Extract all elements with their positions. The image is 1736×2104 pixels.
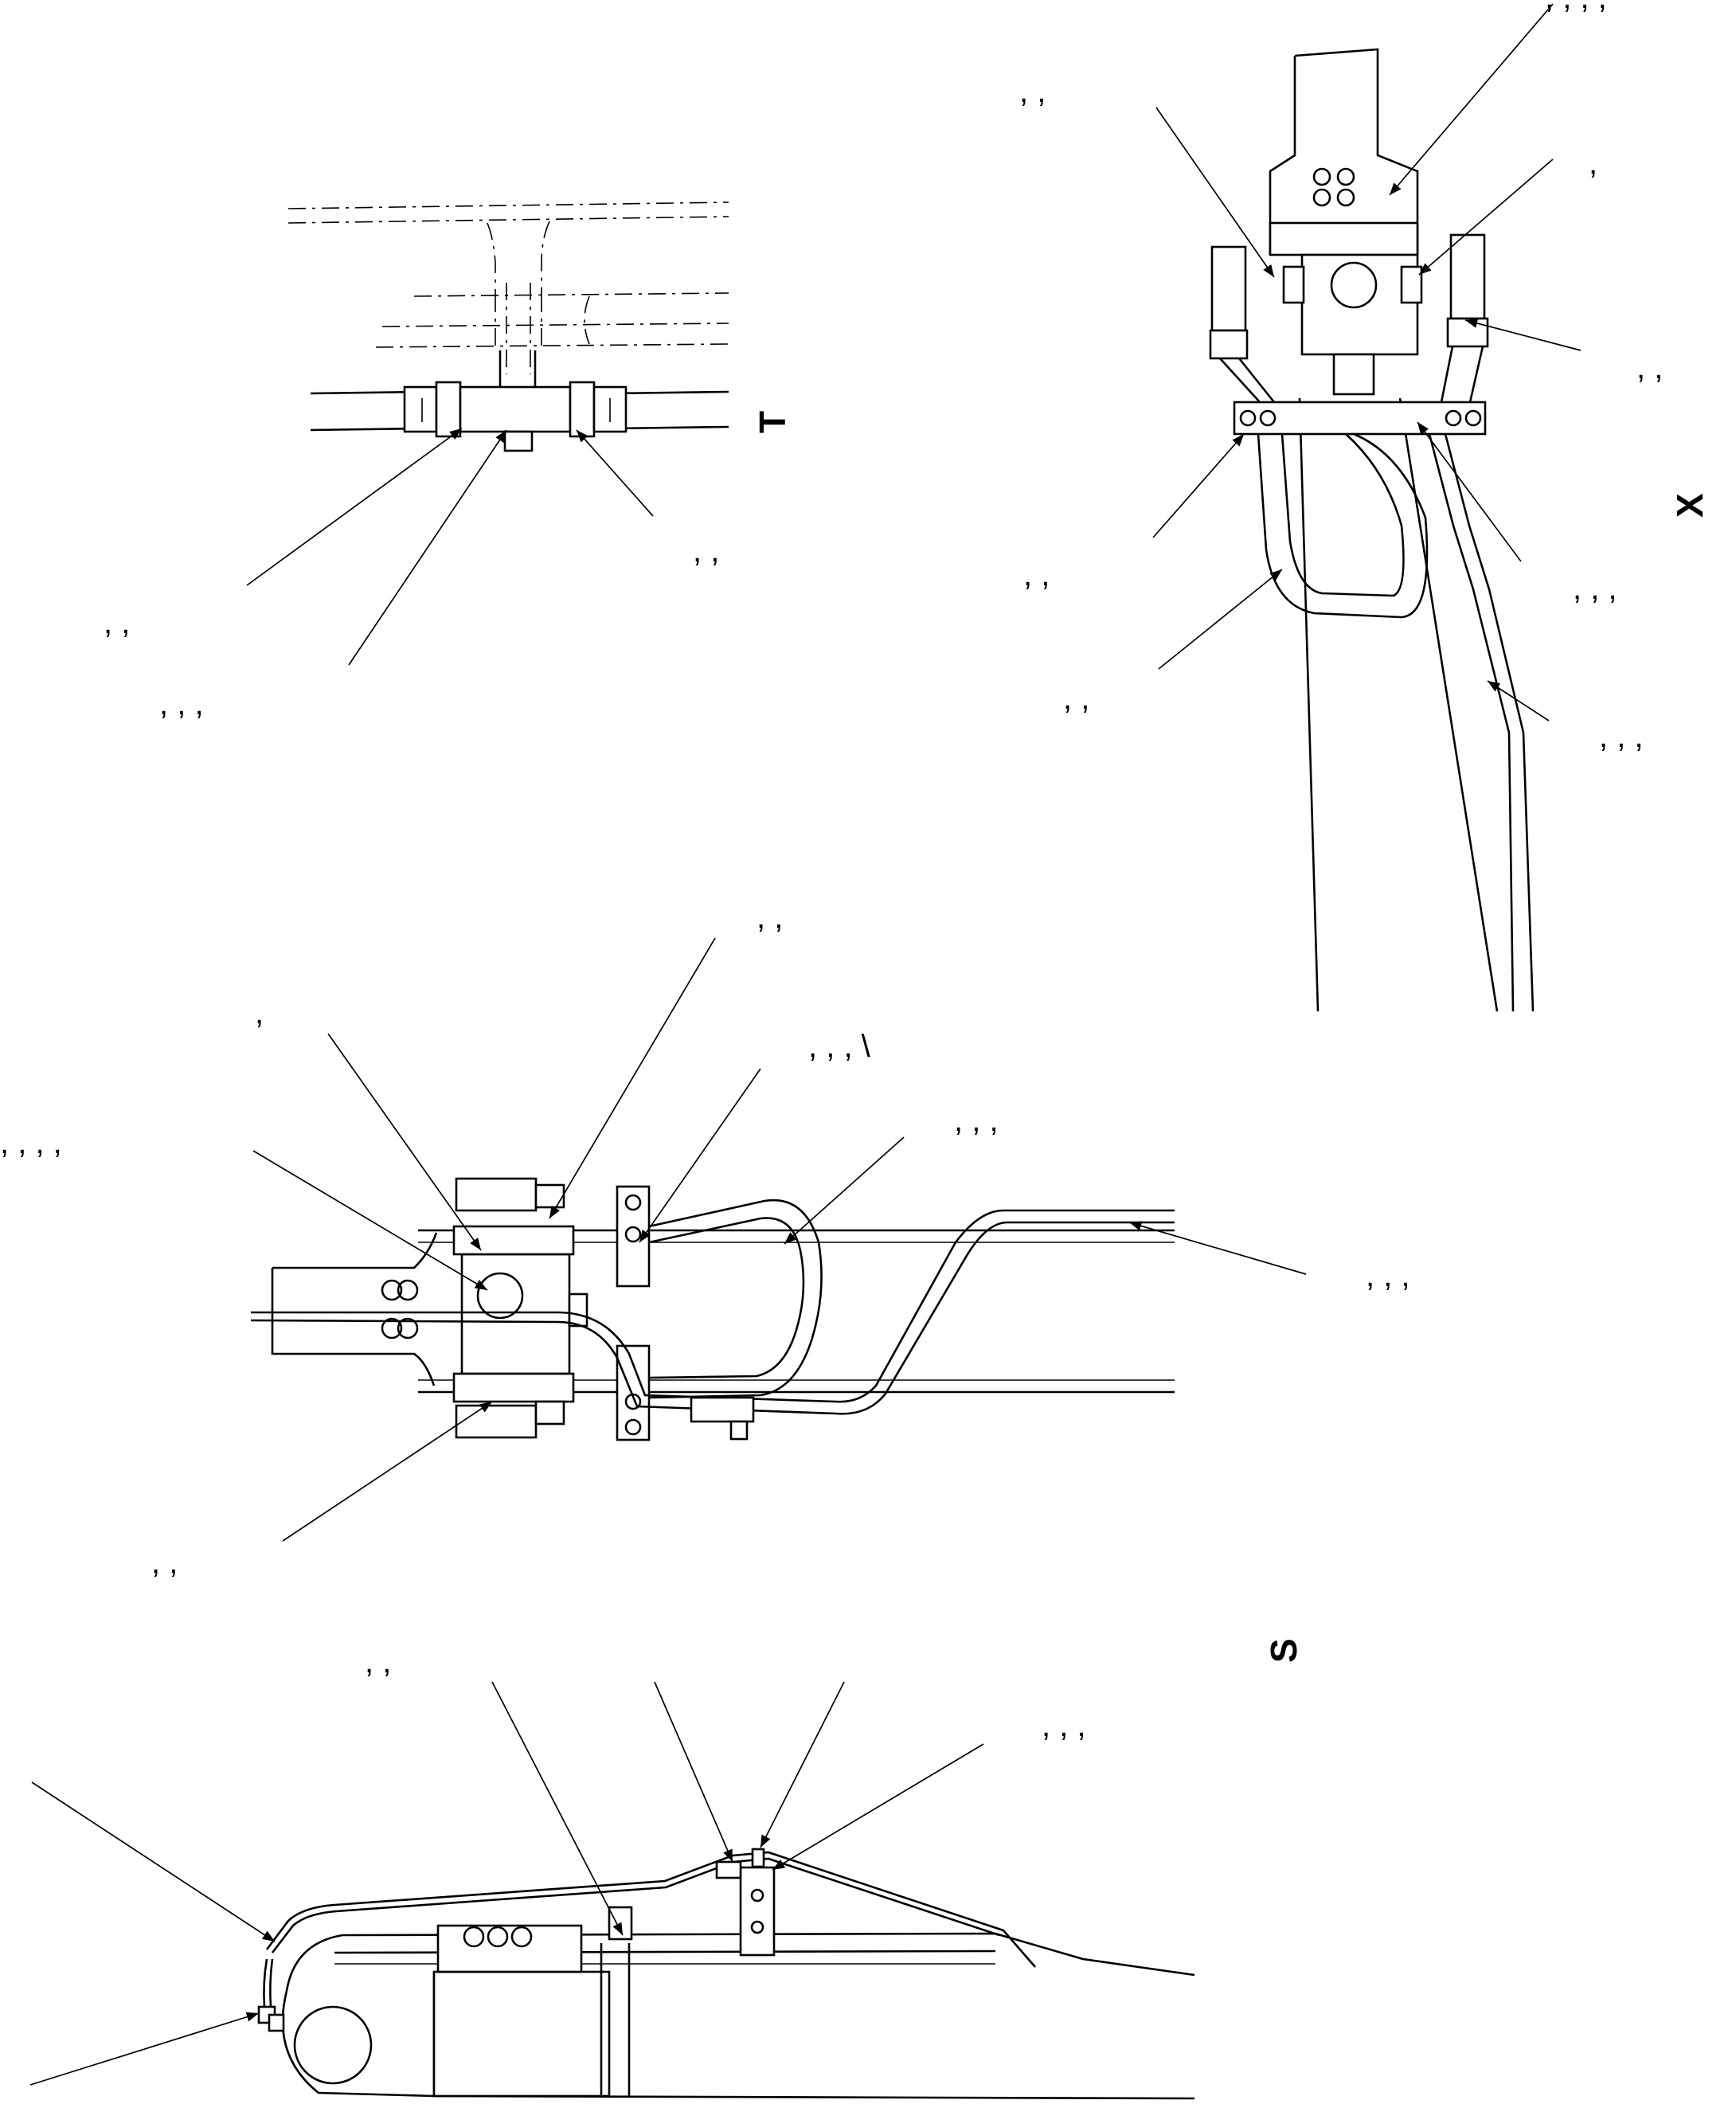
b-leader-top-mid-b [760, 1681, 845, 1848]
callout-x-right-lower: , , , [1573, 571, 1617, 606]
view-label-x: X [1669, 493, 1711, 518]
callout-x-right-upper: , [1589, 146, 1597, 181]
callout-m-right-pipe: , , , [1366, 1258, 1410, 1293]
m-leader-right-pipe [1128, 1221, 1307, 1275]
x-leader-right-bottom [1487, 680, 1550, 722]
view-label-s: S [1263, 1638, 1304, 1663]
callout-m-left: , , , , [0, 1125, 62, 1160]
m-leader-top-center [549, 937, 716, 1219]
x-leader-top-left [1155, 107, 1275, 278]
x-leader-left-mid [1152, 433, 1245, 538]
x-leader-left-lower [1158, 569, 1283, 670]
callout-x-right-mid: , , [1636, 350, 1663, 385]
b-leader-left-lower [29, 2012, 260, 2086]
t-leader-right [576, 429, 654, 517]
m-leader-bottom-left [282, 1401, 493, 1542]
callout-m-right-upper: , , , [954, 1103, 999, 1138]
m-leader-top-right [639, 1068, 761, 1243]
m-leader-right-upper [784, 1136, 905, 1245]
x-leader-right-lower [1417, 421, 1522, 562]
callout-x-top-left: , , [1019, 74, 1046, 109]
view-label-t: T [752, 411, 793, 433]
callout-x-right-bottom: , , , [1599, 719, 1644, 754]
callout-t-bottom: , , , [159, 686, 204, 722]
callout-b-top-left: , , [365, 1644, 391, 1680]
m-leader-left [252, 1150, 488, 1291]
bottom-view-detail [257, 1848, 1195, 2100]
view-x-detail [1209, 48, 1535, 1012]
callout-m-top-right: , , , \ [808, 1029, 871, 1064]
middle-view-detail [250, 1177, 1175, 1441]
callout-m-top-center: , , [757, 900, 783, 935]
callout-x-left-lower: , , [1063, 681, 1089, 716]
callout-x-left-mid: , , [1023, 557, 1050, 592]
b-leader-top-mid-a [654, 1681, 733, 1863]
x-leader-right-upper [1418, 158, 1554, 276]
view-t-detail [287, 201, 729, 452]
callout-m-bottom-left: , , [151, 1545, 178, 1580]
m-leader-top-left [327, 1033, 482, 1251]
b-leader-top-left [491, 1681, 624, 1936]
callout-x-top-right: , , , , [1545, 0, 1607, 15]
t-leader-left [246, 428, 463, 586]
b-leader-left-upper [31, 1781, 276, 1942]
x-leader-top-right [1389, 3, 1554, 196]
x-leader-right-mid [1464, 318, 1582, 351]
callout-b-top-right: , , , [1042, 1708, 1086, 1743]
callout-t-left: , , [104, 605, 130, 640]
b-leader-top-right [772, 1743, 984, 1871]
t-leader-bottom [348, 429, 507, 666]
callout-m-top-left: , [255, 995, 264, 1030]
callout-t-right: , , [693, 534, 719, 569]
